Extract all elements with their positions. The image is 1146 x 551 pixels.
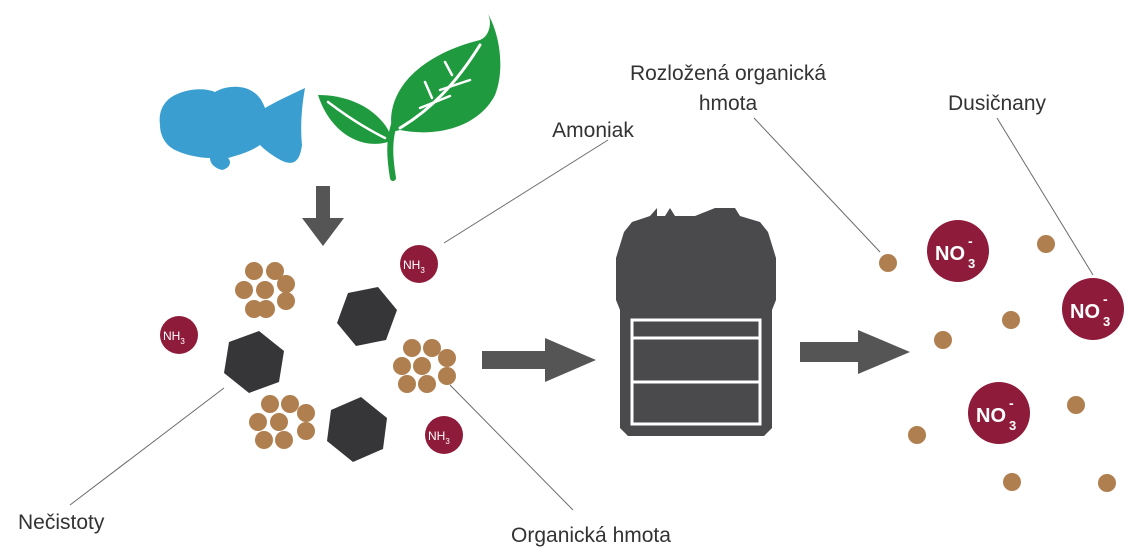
- svg-text:NH3: NH3: [403, 258, 425, 275]
- svg-text:3: 3: [1009, 418, 1016, 433]
- nitrate-molecule: NO - 3: [968, 382, 1030, 444]
- organic-matter-label: Organická hmota: [511, 524, 671, 547]
- svg-text:NO: NO: [935, 243, 965, 265]
- svg-text:-: -: [1103, 291, 1108, 307]
- particle-cluster: [249, 395, 315, 449]
- ammonia-molecule: NH3: [425, 416, 463, 454]
- decomposed-organic-label: hmota: [699, 92, 758, 115]
- fish-icon: [159, 86, 305, 170]
- ammonia-molecule: NH3: [400, 245, 438, 283]
- leader-line: [996, 117, 1094, 276]
- impurities-label: Nečistoty: [18, 511, 105, 534]
- ammonia-label: Amoniak: [552, 119, 634, 142]
- ammonia-molecule: NH3: [160, 316, 198, 354]
- svg-text:NH3: NH3: [163, 329, 185, 346]
- leader-line: [449, 384, 574, 511]
- arrow-icon: [302, 186, 344, 246]
- leader-line: [753, 117, 881, 253]
- svg-text:-: -: [1009, 395, 1014, 411]
- leader-line: [443, 139, 609, 244]
- arrow-icon: [482, 338, 596, 382]
- decomposed-organic-label: Rozložená organická: [630, 62, 826, 85]
- nitrate-molecule: NO - 3: [927, 220, 989, 282]
- particle-cluster: [235, 262, 295, 318]
- svg-text:NO: NO: [976, 405, 1006, 427]
- leader-line: [69, 387, 225, 506]
- particle-cluster: [393, 339, 456, 393]
- leaf-icon: [318, 14, 501, 181]
- svg-text:3: 3: [968, 256, 975, 271]
- filter-icon: [616, 208, 776, 436]
- svg-text:-: -: [968, 233, 973, 249]
- nitrates-label: Dusičnany: [948, 92, 1047, 115]
- arrow-icon: [800, 330, 910, 374]
- particle-icon: [879, 235, 1116, 492]
- hexagon-icon: [224, 287, 397, 462]
- svg-text:3: 3: [1103, 314, 1110, 329]
- svg-text:NH3: NH3: [428, 429, 450, 446]
- svg-text:NO: NO: [1070, 301, 1100, 323]
- nitrate-molecule: NO - 3: [1062, 278, 1124, 340]
